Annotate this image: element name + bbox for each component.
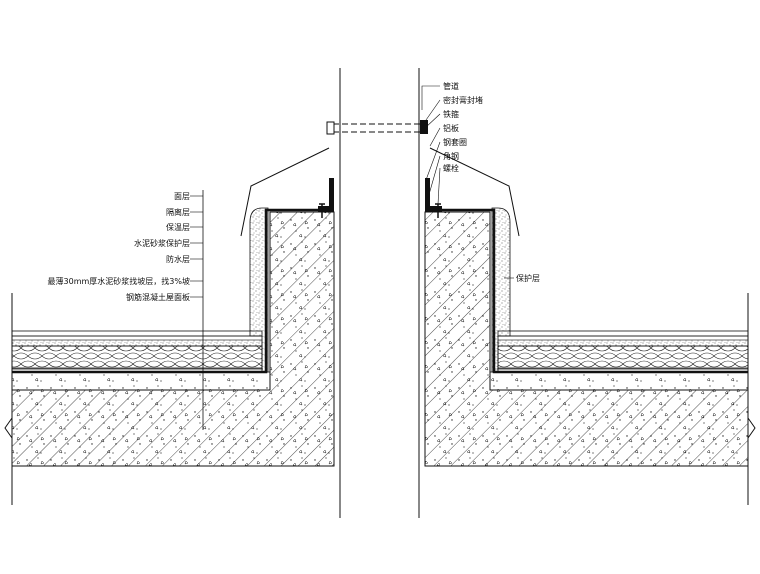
label-waterproof-layer: 防水层 xyxy=(166,254,190,264)
label-protective-layer: 保护层 xyxy=(516,273,540,283)
label-rc-slab: 钢筋混凝土屋面板 xyxy=(126,292,190,302)
label-isolation-layer: 隔离层 xyxy=(166,207,190,217)
label-slope-layer: 最薄30mm厚水泥砂浆找坡层，找3%坡 xyxy=(48,276,190,286)
label-finish-layer: 面层 xyxy=(174,192,190,201)
through-bolt xyxy=(326,120,428,135)
label-pipe: 管道 xyxy=(443,81,459,91)
label-steel-collar: 钢套圈 xyxy=(443,137,467,147)
label-bolt: 螺栓 xyxy=(443,163,459,173)
label-aluminum-plate: 铝板 xyxy=(443,123,459,133)
left-annotations: 面层 隔离层 保温层 水泥砂浆保护层 防水层 最薄30mm厚水泥砂浆找坡层，找3… xyxy=(48,190,204,430)
label-angle-steel: 角钢 xyxy=(443,151,459,161)
label-iron-hoop: 铁箍 xyxy=(443,109,459,119)
label-mortar-protection: 水泥砂浆保护层 xyxy=(134,238,190,248)
right-annotations: 管道 密封膏封堵 铁箍 铝板 钢套圈 角钢 螺栓 保护层 xyxy=(421,81,540,283)
label-insulation-layer: 保温层 xyxy=(166,222,190,232)
right-section xyxy=(424,147,756,505)
label-sealant: 密封膏封堵 xyxy=(443,95,483,105)
left-section xyxy=(4,147,335,505)
